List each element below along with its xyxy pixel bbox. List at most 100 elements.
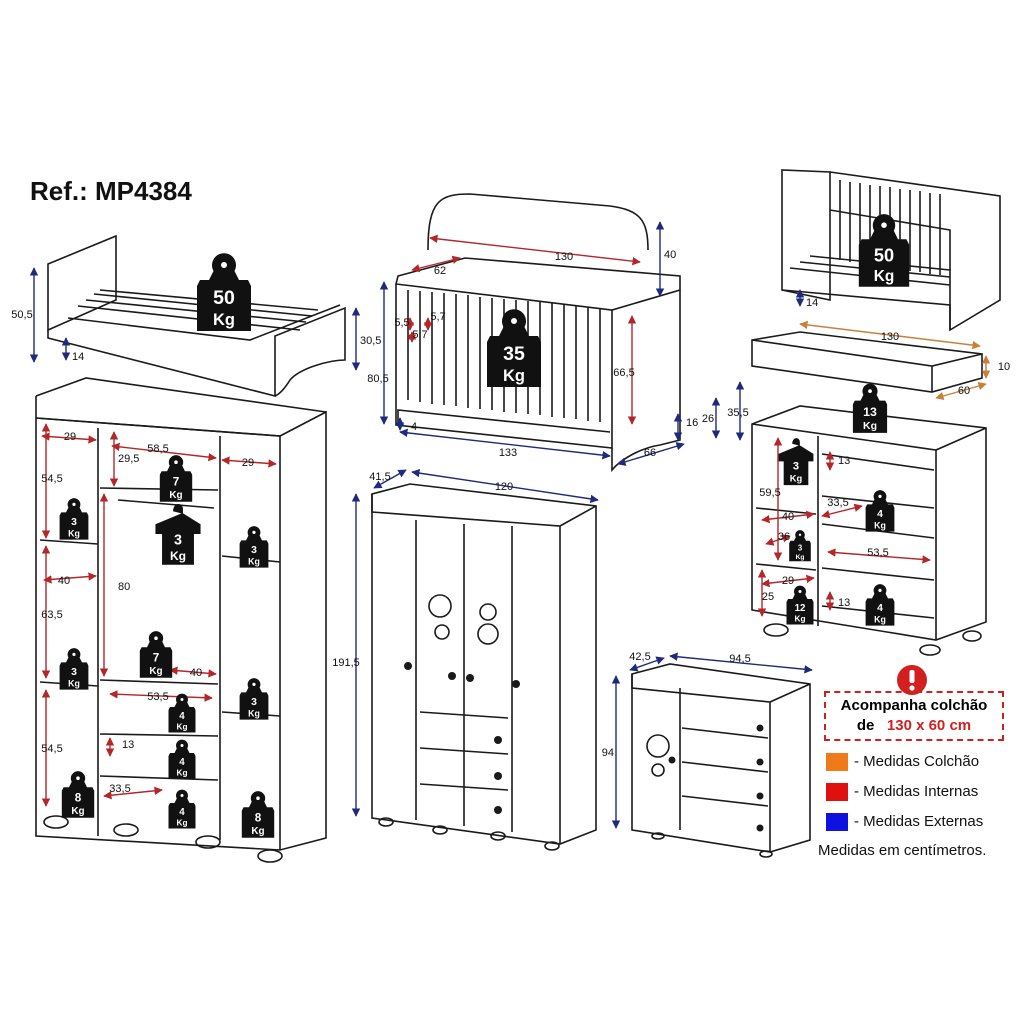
crib-width-top-label: 130 [555,251,573,263]
legend-item-mattress: - Medidas Colchão [826,753,1016,775]
wi-weight-drawer-2: 4Kg [168,739,196,779]
dresser-depth-line [629,656,665,672]
di-weight-shelf-value: 3 [798,543,803,552]
wi-right-width-label: 29 [242,457,254,469]
di-weight-drawer-2: 4Kg [865,584,895,626]
di-left-lower-width-label: 29 [782,575,794,587]
wi-weight-drawer-1-value: 4 [179,711,185,722]
mattress-length-label: 130 [881,331,899,343]
wi-weight-left-mid: 3Kg [59,648,89,690]
mattress-width-line [935,381,987,401]
crib-depth-line [617,442,685,466]
crib-side-c-label: 5,7 [412,329,427,341]
di-drawer-depth-line [821,503,863,519]
crib-depth-top-line [411,255,461,273]
wi-weight-right-mid-unit: Kg [248,708,260,718]
dresser-height-label: 94 [602,747,614,759]
legend-label-mattress: - Medidas Colchão [854,753,980,770]
mattress-notice-line2: de 130 x 60 cm [826,716,1002,736]
dresser-width-line [669,652,813,674]
di-weight-shelf-unit: Kg [796,554,805,561]
di-left-width-line [761,510,815,524]
units-note: Medidas em centímetros. [818,842,987,859]
wi-weight-left-bottom-unit: Kg [71,806,84,817]
wi-weight-hanger: 3Kg [155,503,201,565]
crib-depth-label: 66 [644,447,656,459]
bed-weight-icon-unit: Kg [213,311,235,329]
exclamation-circle-icon [897,665,927,695]
wi-left-width-line [41,432,97,444]
di-weight-drawer-1-value: 4 [877,509,883,520]
di-left-height-label: 59,5 [759,487,780,499]
wi-center-width-label: 58,5 [147,443,168,455]
mattress-notice-prefix: de [856,717,875,734]
di-left-lower-width-line [761,574,815,588]
crib-width-top-line [429,234,641,266]
crib-leg-26-label: 26 [702,413,714,425]
crib-bed-drawing [781,169,1001,332]
crib-side-b-label: 5,7 [430,311,445,323]
mattress-width-label: 60 [958,385,970,397]
di-drawer-depth-label: 33,5 [827,497,848,509]
di-weight-drawer-2-value: 4 [877,603,883,614]
wi-center-lower-width-label: 40 [190,667,202,679]
wi-top-shelf-label: 29,5 [118,453,139,465]
wi-weight-hanger-value: 3 [174,532,182,548]
wi-weight-center-mid-unit: Kg [149,666,162,677]
wi-weight-left-mid-value: 3 [71,667,77,678]
di-weight-shelf: 3Kg [789,530,811,562]
wi-left-mid-label: 63,5 [41,609,62,621]
wi-weight-left-bottom: 8Kg [61,771,95,818]
wi-weight-right-bottom-value: 8 [255,812,262,825]
crib-bed-slat-height-label: 14 [806,297,818,309]
legend-label-external: - Medidas Externas [854,813,984,830]
di-weight-drawer-2-unit: Kg [874,614,886,624]
wi-weight-right-bottom-unit: Kg [251,826,264,837]
wi-left-upper-label: 54,5 [41,473,62,485]
crib-weight-icon-unit: Kg [503,367,525,385]
crib-side-a-label: 5,5 [394,317,409,329]
wi-center-width-line [111,442,217,462]
wi-weight-right-bottom: 8Kg [241,791,275,838]
wi-weight-right-top-value: 3 [251,545,257,556]
crib-base-label: 4 [411,421,417,433]
wi-weight-drawer-2-value: 4 [179,757,185,768]
wi-drawer-height-label: 13 [122,739,134,751]
bed-drawing [47,234,346,398]
legend-item-internal: - Medidas Internas [826,783,1016,805]
crib-height-label: 80,5 [367,373,388,385]
crib-depth-top-label: 62 [434,265,446,277]
wi-left-width-label: 29 [64,431,76,443]
di-weight-top-unit: Kg [863,421,877,432]
wi-weight-left-bottom-value: 8 [75,792,82,805]
dresser-drawing [631,663,811,858]
wi-weight-drawer-3: 4Kg [168,789,196,829]
mattress-thickness-label: 10 [998,361,1010,373]
wi-drawer-width-label: 53,5 [147,691,168,703]
wi-left-mid-width-label: 40 [58,575,70,587]
wi-weight-center-mid-value: 7 [153,652,160,665]
wi-drawer-depth-label: 33,5 [109,783,130,795]
wi-weight-drawer-2-unit: Kg [177,769,188,778]
wi-right-width-line [221,456,277,468]
mattress-notice-line1: Acompanha colchão [840,697,988,714]
crib-drawing [395,193,681,473]
wi-weight-top-center-value: 7 [173,476,180,489]
di-weight-hanger-unit: Kg [790,473,803,483]
crib-bed-weight-icon-unit: Kg [874,268,895,285]
bed-weight-icon-value: 50 [213,287,235,309]
crib-leg-35-label: 35,5 [727,407,748,419]
mattress-notice: Acompanha colchão de 130 x 60 cm [824,691,1004,741]
di-shelf-depth-line [765,534,791,546]
handles [404,662,764,832]
wi-weight-right-top-unit: Kg [248,556,260,566]
wardrobe-depth-line [373,469,407,489]
crib-inner-height-label: 66,5 [613,367,634,379]
crib-weight-icon-value: 35 [503,343,525,365]
di-drawer-width-label: 53,5 [867,547,888,559]
wi-drawer-width-line [109,690,213,702]
